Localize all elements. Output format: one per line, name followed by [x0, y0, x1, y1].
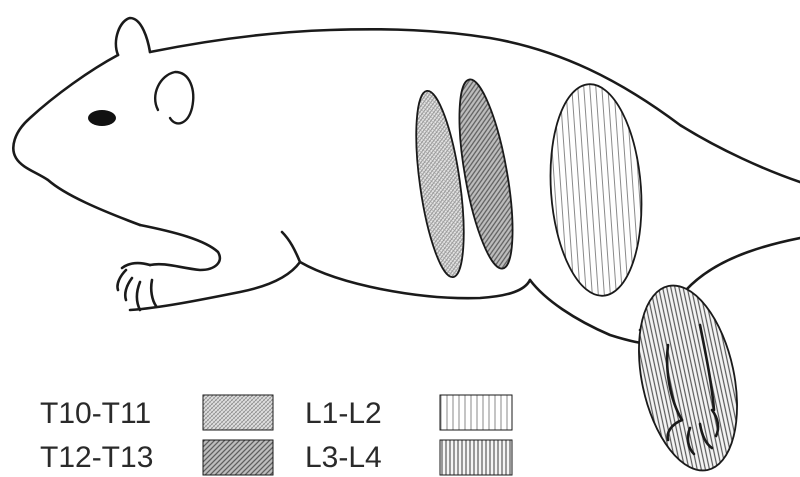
legend-label-t12-t13: T12-T13	[40, 442, 153, 474]
region-l1-l2	[544, 81, 649, 299]
legend-swatch-t12-t13	[203, 440, 273, 475]
legend-label-l3-l4: L3-L4	[305, 442, 382, 474]
legend-swatch-t10-t11	[203, 395, 273, 430]
legend-swatch-l3-l4	[440, 440, 512, 475]
legend-swatch-l1-l2	[440, 395, 512, 430]
ear	[155, 72, 193, 123]
eye	[88, 110, 116, 126]
legend-label-t10-t11: T10-T11	[40, 398, 151, 430]
region-l3-l4	[623, 276, 752, 477]
legend-label-l1-l2: L1-L2	[305, 398, 382, 430]
